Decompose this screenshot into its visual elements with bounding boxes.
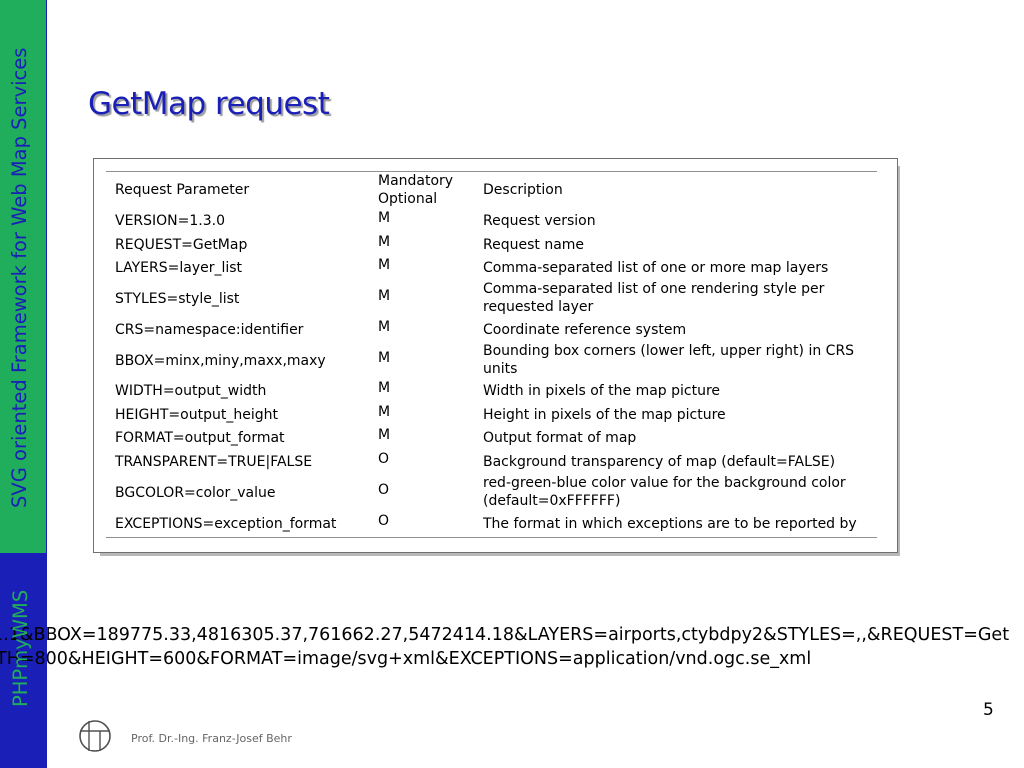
university-logo-icon <box>77 718 113 758</box>
param-cell: FORMAT=output_format <box>115 430 285 446</box>
description-cell: Comma-separated list of one rendering st… <box>483 281 825 315</box>
param-cell: TRANSPARENT=TRUE|FALSE <box>115 454 313 470</box>
mo-cell: M <box>378 404 391 420</box>
mo-cell: M <box>378 319 391 335</box>
param-cell: REQUEST=GetMap <box>115 237 248 253</box>
param-cell: BGCOLOR=color_value <box>115 485 276 501</box>
sidebar-brand-band <box>0 553 46 768</box>
mo-cell: M <box>378 257 391 273</box>
sidebar-title: SVG oriented Framework for Web Map Servi… <box>8 47 31 508</box>
sidebar-brand: PHPmyWMS <box>9 589 32 707</box>
url-example-line-2: TH=800&HEIGHT=600&FORMAT=image/svg+xml&E… <box>0 649 812 669</box>
table-bottom-rule <box>106 537 877 538</box>
header-mandatory: Mandatory <box>378 173 454 189</box>
header-optional: Optional <box>378 191 438 207</box>
description-cell: Request version <box>483 213 596 229</box>
description-cell: Height in pixels of the map picture <box>483 407 726 423</box>
sidebar-divider <box>46 0 47 768</box>
mo-cell: O <box>378 482 390 498</box>
description-cell: Request name <box>483 237 585 253</box>
description-cell: Comma-separated list of one or more map … <box>483 260 829 276</box>
description-cell: Background transparency of map (default=… <box>483 454 836 470</box>
url-example-line-1: 1.1&BBOX=189775.33,4816305.37,761662.27,… <box>0 625 1010 645</box>
description-cell: Coordinate reference system <box>483 322 687 338</box>
page-number: 5 <box>983 700 994 720</box>
param-cell: WIDTH=output_width <box>115 383 267 399</box>
mo-cell: M <box>378 288 391 304</box>
footer-author: Prof. Dr.-Ing. Franz-Josef Behr <box>131 732 292 745</box>
parameter-table: Request Parameter Mandatory Optional Des… <box>93 158 898 553</box>
mo-cell: M <box>378 350 391 366</box>
param-cell: STYLES=style_list <box>115 291 240 307</box>
mo-cell: M <box>378 210 391 226</box>
mo-cell: M <box>378 234 391 250</box>
description-cell: Width in pixels of the map picture <box>483 383 721 399</box>
description-cell: Bounding box corners (lower left, upper … <box>483 343 855 377</box>
slide-title: GetMap request <box>88 86 330 122</box>
header-request-parameter: Request Parameter <box>115 182 250 198</box>
description-cell: The format in which exceptions are to be… <box>483 516 857 532</box>
mo-cell: M <box>378 427 391 443</box>
mo-cell: O <box>378 513 390 529</box>
param-cell: VERSION=1.3.0 <box>115 213 226 229</box>
table-top-rule <box>106 171 877 172</box>
param-cell: EXCEPTIONS=exception_format <box>115 516 337 532</box>
param-cell: CRS=namespace:identifier <box>115 322 304 338</box>
description-cell: Output format of map <box>483 430 637 446</box>
mo-cell: O <box>378 451 390 467</box>
header-description: Description <box>483 182 563 198</box>
description-cell: red-green-blue color value for the backg… <box>483 475 846 509</box>
param-cell: HEIGHT=output_height <box>115 407 278 423</box>
param-cell: LAYERS=layer_list <box>115 260 243 276</box>
param-cell: BBOX=minx,miny,maxx,maxy <box>115 353 326 369</box>
mo-cell: M <box>378 380 391 396</box>
